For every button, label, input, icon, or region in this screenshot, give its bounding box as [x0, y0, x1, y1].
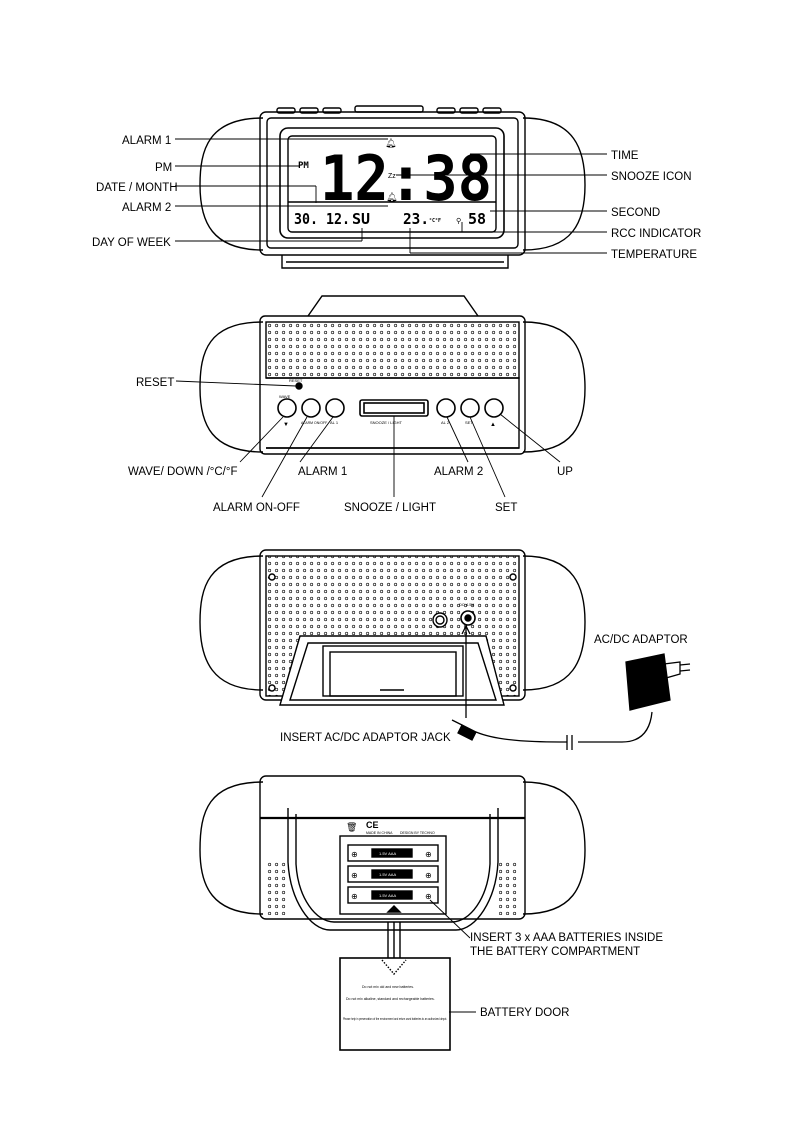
callout-alarm2: ALARM 2: [122, 202, 171, 214]
design-by-label: DESIGN BY TECHNO: [400, 831, 435, 835]
battery-text-2: 1.5V AAA: [379, 872, 396, 877]
callout-battery-door: BATTERY DOOR: [480, 1007, 569, 1019]
snooze-icon: Zz: [388, 173, 396, 180]
bottom-view: [199, 775, 586, 1051]
wave-down-button[interactable]: [277, 398, 297, 418]
front-callouts: ALARM 1 PM DATE / MONTH ALARM 2 DAY OF W…: [92, 135, 701, 261]
door-text-2: Do not mix alkaline, standard and rechar…: [346, 997, 435, 1001]
battery-3: [347, 886, 439, 904]
adaptor-body: [625, 653, 671, 711]
down-arrow-icon: ▼: [283, 422, 289, 428]
adaptor-cable: [475, 711, 653, 743]
alarm-on-off-button[interactable]: [301, 398, 321, 418]
alarm2-bell-icon: 🔔︎: [386, 192, 397, 202]
lcd-display: PM 12:38 30. 12. SU 23. °C°F 58 ⚲ 🔔︎ Zz …: [294, 138, 492, 228]
callout-set: SET: [495, 502, 517, 514]
top-view: [199, 295, 586, 455]
callout-rcc-indicator: RCC INDICATOR: [611, 228, 701, 240]
front-leader-lines: [175, 138, 607, 254]
alarm1-bell-icon: 🔔︎: [385, 138, 396, 148]
label-al1-small: AL 1: [330, 420, 339, 425]
callout-up: UP: [557, 466, 573, 478]
up-arrow-icon: ▲: [490, 422, 496, 428]
callout-alarm-on-off: ALARM ON-OFF: [213, 502, 300, 514]
callout-day-of-week: DAY OF WEEK: [92, 237, 171, 249]
top-callouts: RESET WAVE/ DOWN /°C/°F ALARM 1 ALARM 2 …: [128, 377, 573, 514]
callout-alarm2-button: ALARM 2: [434, 466, 483, 478]
callout-insert-jack: INSERT AC/DC ADAPTOR JACK: [280, 732, 451, 744]
callout-snooze-icon: SNOOZE ICON: [611, 171, 692, 183]
battery-text-1: 1.5V AAA: [379, 851, 396, 856]
battery-2: [347, 865, 439, 883]
plus-icon: ⊕: [425, 850, 432, 859]
lcd-day: SU: [352, 210, 370, 228]
top-leader-lines: [175, 380, 561, 498]
adaptor: [451, 624, 691, 750]
lcd-date: 30. 12.: [294, 210, 350, 228]
label-alarm-on-off-small: ALARM ON/OFF: [301, 421, 327, 425]
lcd-time: 12:38: [320, 142, 492, 215]
battery-door: [339, 957, 451, 1051]
lcd-seconds: 58: [468, 210, 486, 228]
dc-in-label: DC 4.5V: [459, 602, 474, 607]
callout-batteries-1: INSERT 3 x AAA BATTERIES INSIDE: [470, 932, 663, 944]
callout-time: TIME: [611, 150, 639, 162]
plus-icon: ⊕: [425, 892, 432, 901]
callout-date-month: DATE / MONTH: [96, 182, 178, 194]
battery-markings: 1.5V AAA 1.5V AAA 1.5V AAA ⊕ ⊕ ⊕ ⊕ ⊕ ⊕ C…: [343, 820, 447, 1021]
battery-text-3: 1.5V AAA: [379, 893, 396, 898]
label-reset-small: RESET: [289, 378, 303, 383]
lcd-temp-units: °C°F: [429, 218, 441, 224]
back-screw: [432, 612, 448, 628]
callout-snooze-light: SNOOZE / LIGHT: [344, 502, 436, 514]
door-text-3: Please help in preservation of the envir…: [343, 1017, 447, 1021]
weee-bin-icon: 🗑︎: [346, 822, 357, 832]
callout-adaptor: AC/DC ADAPTOR: [594, 634, 688, 646]
plus-icon: ⊕: [351, 892, 358, 901]
top-button-labels: RESET WAVE ALARM ON/OFF AL 1 SNOOZE / LI…: [279, 378, 496, 428]
back-view: [199, 549, 586, 706]
rcc-icon: ⚲: [456, 218, 461, 225]
label-set-small: SET: [465, 420, 473, 425]
alarm2-button[interactable]: [436, 398, 456, 418]
callout-reset: RESET: [136, 377, 174, 389]
alarm1-button[interactable]: [325, 398, 345, 418]
made-in-label: MADE IN CHINA: [366, 831, 393, 835]
label-snooze-small: SNOOZE / LIGHT: [370, 420, 403, 425]
plus-icon: ⊕: [351, 871, 358, 880]
set-button[interactable]: [460, 398, 480, 418]
top-buttons: [277, 398, 504, 418]
up-button[interactable]: [484, 398, 504, 418]
callout-alarm1: ALARM 1: [122, 135, 171, 147]
callout-temperature: TEMPERATURE: [611, 249, 697, 261]
bottom-leader-lines: [429, 899, 476, 1013]
battery-1: [347, 844, 439, 862]
callout-batteries-2: THE BATTERY COMPARTMENT: [470, 946, 640, 958]
callout-pm: PM: [155, 162, 172, 174]
door-text-1: Do not mix old and new batteries.: [362, 985, 414, 989]
ce-mark: CE: [366, 820, 379, 830]
lcd-temperature: 23.: [403, 210, 429, 228]
callout-second: SECOND: [611, 207, 660, 219]
callout-wave-down: WAVE/ DOWN /°C/°F: [128, 466, 238, 478]
label-wave-small: WAVE: [279, 394, 291, 399]
reset-hole[interactable]: [295, 382, 303, 390]
plus-icon: ⊕: [351, 850, 358, 859]
lcd-pm: PM: [298, 161, 309, 171]
callout-alarm1-button: ALARM 1: [298, 466, 347, 478]
front-view: [199, 105, 586, 269]
label-al2-small: AL 2: [441, 420, 450, 425]
plus-icon: ⊕: [425, 871, 432, 880]
